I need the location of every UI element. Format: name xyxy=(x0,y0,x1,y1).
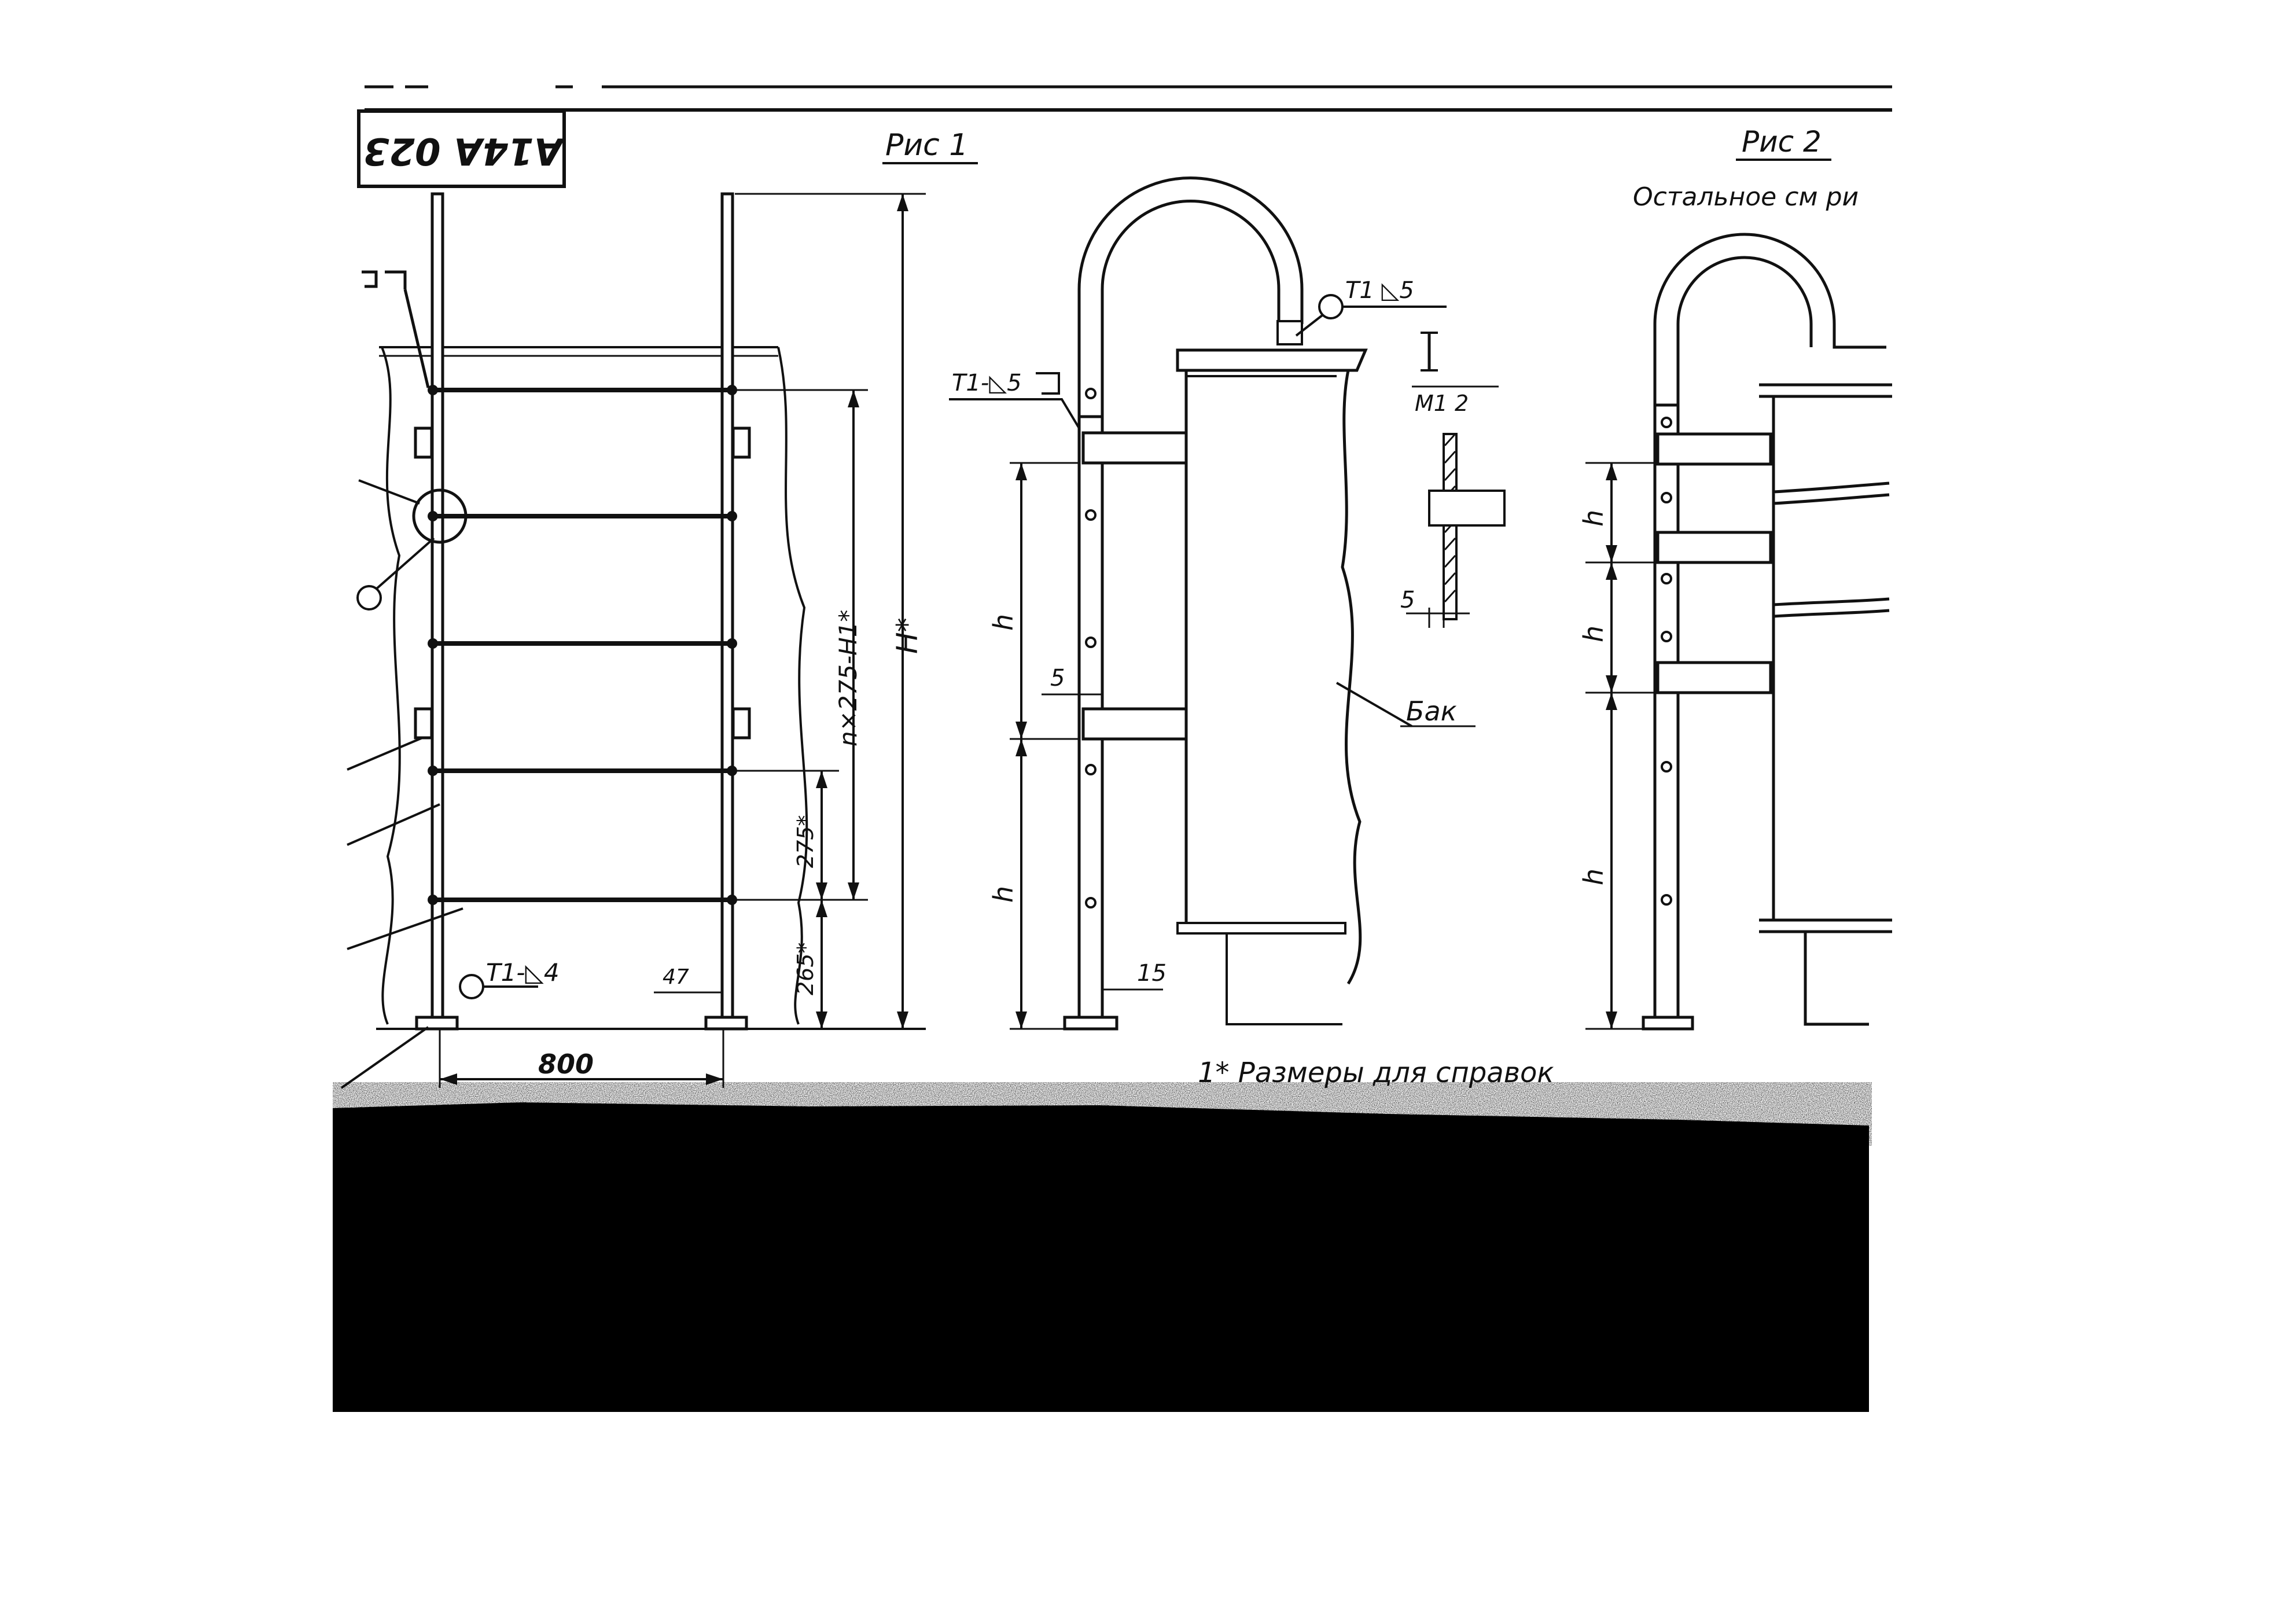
figure-1-title: Рис 1 xyxy=(885,128,968,163)
detail-marker xyxy=(356,585,382,610)
tank-wall-outline xyxy=(379,346,808,1025)
side-bracket-lower xyxy=(1081,707,1188,741)
ladder-hook xyxy=(1077,176,1304,417)
tank-body xyxy=(1176,348,1368,985)
base-plate-right xyxy=(704,1016,748,1031)
stamp-box: A14A 023 xyxy=(357,109,566,188)
dim-offset-47: 47 xyxy=(663,965,689,989)
figure-2-bracket-2 xyxy=(1656,531,1772,564)
figure-2-title: Рис 2 xyxy=(1742,125,1822,159)
side-dim-h-lower: h xyxy=(988,886,1019,903)
figure-2-rail xyxy=(1653,403,1680,1020)
stamp-code: A14A 023 xyxy=(363,129,565,172)
dim-width-800: 800 xyxy=(538,1049,594,1080)
figure-2-dim-h1: h xyxy=(1578,510,1609,527)
base-plate-left xyxy=(415,1016,459,1031)
vertical-dimensions xyxy=(735,193,926,1029)
figure-2-bracket-1 xyxy=(1656,432,1772,466)
side-dim-leg: 15 xyxy=(1137,960,1167,987)
dim-rungs-formula: n×275-H1* xyxy=(834,610,862,746)
dim-step-275: 275* xyxy=(793,815,818,868)
position-leaders xyxy=(340,737,463,1089)
side-weld-callout-left: Т1-◺5 xyxy=(952,370,1022,396)
scan-dark-band xyxy=(333,1082,1872,1412)
side-bracket-upper xyxy=(1081,431,1188,465)
figure-2-note: Остальное см ри xyxy=(1633,182,1859,212)
figure-2-h-dimensions xyxy=(1585,462,1655,1030)
figure-2-dim-h2: h xyxy=(1578,626,1609,642)
figure-2-hook xyxy=(1653,233,1886,405)
figure-2-dim-h3: h xyxy=(1578,869,1609,885)
side-h-dimensions xyxy=(1010,462,1079,1030)
tank-label: Бак xyxy=(1406,696,1457,727)
detail-gap-dim: 5 xyxy=(1400,587,1415,613)
side-dim-gap: 5 xyxy=(1050,665,1065,692)
side-dim-h-upper: h xyxy=(988,614,1019,631)
detail-label: М1 2 xyxy=(1415,391,1469,416)
ladder-rungs xyxy=(428,385,737,905)
dim-total-height: H* xyxy=(891,617,924,654)
figure-2: Рис 2 Остальное см ри h h h xyxy=(1578,125,1892,1031)
figure-2-tank xyxy=(1759,383,1892,1026)
weld-symbol-top-left xyxy=(362,270,430,388)
side-base-plate xyxy=(1063,1016,1118,1031)
figure-side-view: Т1-◺5 Т1 ◺5 М1 2 5 h xyxy=(949,176,1506,1031)
ladder-brackets xyxy=(414,426,751,740)
detail-m1: М1 2 5 xyxy=(1400,332,1506,628)
figure-1: Рис 1 xyxy=(340,128,978,1089)
frame-top-lines xyxy=(365,85,1892,112)
figure-2-bracket-3 xyxy=(1656,661,1772,694)
dim-bottom-265: 265* xyxy=(793,942,818,995)
figure-1-weld-callout: Т1-◺4 xyxy=(486,958,560,987)
detail-circle xyxy=(412,488,468,544)
side-weld-callout-top: Т1 ◺5 xyxy=(1345,277,1414,304)
